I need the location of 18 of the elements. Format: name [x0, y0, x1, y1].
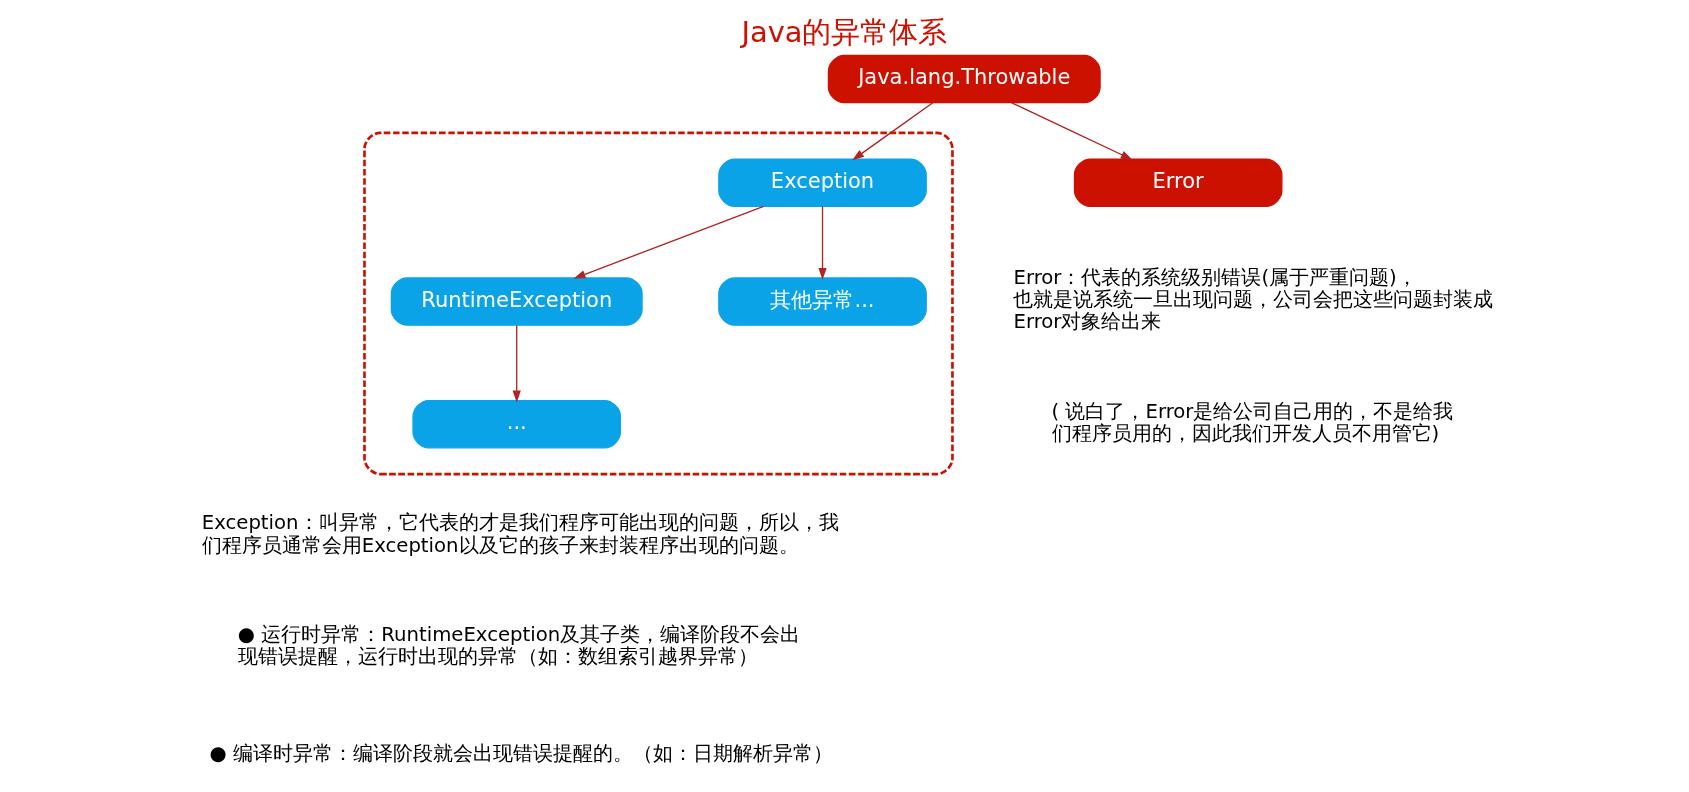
arrow: [1011, 102, 1133, 160]
node-box: Java.lang.Throwable: [827, 54, 1101, 104]
arrow: [512, 324, 521, 403]
node-box: RuntimeException: [390, 277, 643, 326]
node-box: 其他异常...: [718, 277, 927, 326]
label: Exception：叫异常，它代表的才是我们程序可能出现的问题，所以，我们程序员通常会用Exception以及它的孩子来封装程序出现的问题。: [201, 511, 839, 557]
node-box: ...: [412, 399, 622, 449]
node-box: Exception: [718, 158, 927, 207]
label: Error：代表的系统级别错误(属于严重问题)，也就是说系统一旦出现问题，公司会把这些问题封装成Error对象给出来: [1013, 265, 1494, 334]
arrow: [852, 102, 934, 161]
label: ● 运行时异常：RuntimeException及其子类，编译阶段不会出现错误提醒，运行时出现的异常（如：数组索引越界异常）: [237, 622, 801, 669]
node-box: Error: [1073, 158, 1283, 207]
diagram-title: Java的异常体系: [741, 14, 948, 49]
label: ● 编译时异常：编译阶段就会出现错误提醒的。（如：日期解析异常）: [209, 741, 834, 765]
arrow: [818, 205, 827, 280]
cluster: [363, 131, 954, 476]
label: ( 说白了，Error是给公司自己用的，不是给我们程序员用的，因此我们开发人员不用管它): [1051, 399, 1454, 445]
arrow: [573, 205, 765, 279]
